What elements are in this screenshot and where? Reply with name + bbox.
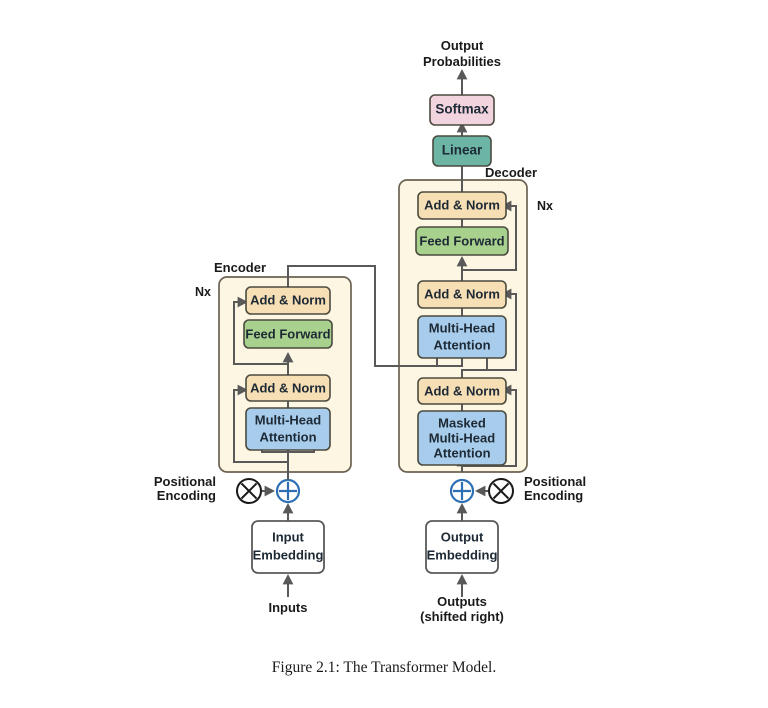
- encoder-nx-label: Nx: [195, 285, 211, 299]
- decoder-positional-encoding-label-line2: Encoding: [524, 488, 583, 503]
- decoder-masked-mha-label-line1: Masked: [438, 415, 486, 430]
- decoder-positional-encoding-label-line1: Positional: [524, 474, 586, 489]
- decoder-multi-head-attention-label-line1: Multi-Head: [429, 320, 496, 335]
- encoder-positional-encoding-label-line2: Encoding: [157, 488, 216, 503]
- decoder-multi-head-attention-label-line2: Attention: [433, 337, 490, 352]
- input-embedding-block[interactable]: [251, 520, 325, 574]
- decoder-feed-forward-label: Feed Forward: [419, 233, 504, 248]
- decoder-add-norm-bottom-block[interactable]: [417, 377, 507, 405]
- output-probabilities-label-line2: Probabilities: [423, 54, 501, 69]
- softmax-block[interactable]: [429, 94, 495, 126]
- encoder-residual-bottom: [233, 384, 288, 463]
- decoder-add-norm-top-block[interactable]: [417, 191, 507, 220]
- output-embedding-label-line2: Embedding: [427, 547, 498, 562]
- decoder-title-label: Decoder: [485, 165, 537, 180]
- decoder-feed-forward-block[interactable]: [415, 226, 509, 256]
- output-probabilities-label-line1: Output: [441, 38, 484, 53]
- decoder-add-norm-bottom-label: Add & Norm: [424, 383, 500, 398]
- encoder-output-to-decoder-cross-attention: [287, 265, 420, 367]
- decoder-masked-mha-label-line3: Attention: [433, 445, 490, 460]
- input-embedding-label-line2: Embedding: [253, 547, 324, 562]
- decoder-residual-top: [462, 200, 517, 271]
- outputs-label-line2: (shifted right): [420, 609, 504, 624]
- decoder-add-norm-mid-label: Add & Norm: [424, 286, 500, 301]
- encoder-add-norm-bottom-block[interactable]: [245, 374, 331, 402]
- decoder-add-norm-mid-block[interactable]: [417, 280, 507, 309]
- decoder-masked-multi-head-attention-block[interactable]: [417, 410, 507, 466]
- decoder-residual-bottom: [462, 384, 517, 467]
- encoder-multi-head-attention-label-line1: Multi-Head: [255, 412, 322, 427]
- decoder-add-norm-top-label: Add & Norm: [424, 197, 500, 212]
- decoder-masked-mha-label-line2: Multi-Head: [429, 430, 496, 445]
- decoder-residual-mid: [462, 288, 517, 371]
- encoder-add-norm-bottom-label: Add & Norm: [250, 380, 326, 395]
- softmax-label: Softmax: [435, 102, 489, 117]
- encoder-multiply-glyph-2: [240, 482, 258, 500]
- output-embedding-block[interactable]: [425, 520, 499, 574]
- decoder-multiply-glyph-2: [492, 482, 510, 500]
- outputs-label-line1: Outputs: [437, 594, 487, 609]
- encoder-add-norm-top-label: Add & Norm: [250, 292, 326, 307]
- figure-caption: Figure 2.1: The Transformer Model.: [272, 659, 496, 676]
- linear-block[interactable]: [432, 135, 492, 167]
- encoder-positional-encoding-label-line1: Positional: [154, 474, 216, 489]
- encoder-title-label: Encoder: [214, 260, 266, 275]
- output-embedding-label-line1: Output: [441, 529, 484, 544]
- input-embedding-label-line1: Input: [272, 529, 304, 544]
- encoder-residual-top: [233, 296, 288, 365]
- linear-label: Linear: [442, 143, 483, 158]
- encoder-multi-head-attention-label-line2: Attention: [259, 429, 316, 444]
- decoder-nx-label: Nx: [537, 199, 553, 213]
- inputs-label: Inputs: [269, 600, 308, 615]
- encoder-feed-forward-block[interactable]: [243, 319, 333, 349]
- encoder-multi-head-attention-block[interactable]: [245, 407, 331, 451]
- encoder-feed-forward-label: Feed Forward: [245, 326, 330, 341]
- decoder-multi-head-attention-block[interactable]: [417, 315, 507, 359]
- encoder-add-norm-top-block[interactable]: [245, 286, 331, 315]
